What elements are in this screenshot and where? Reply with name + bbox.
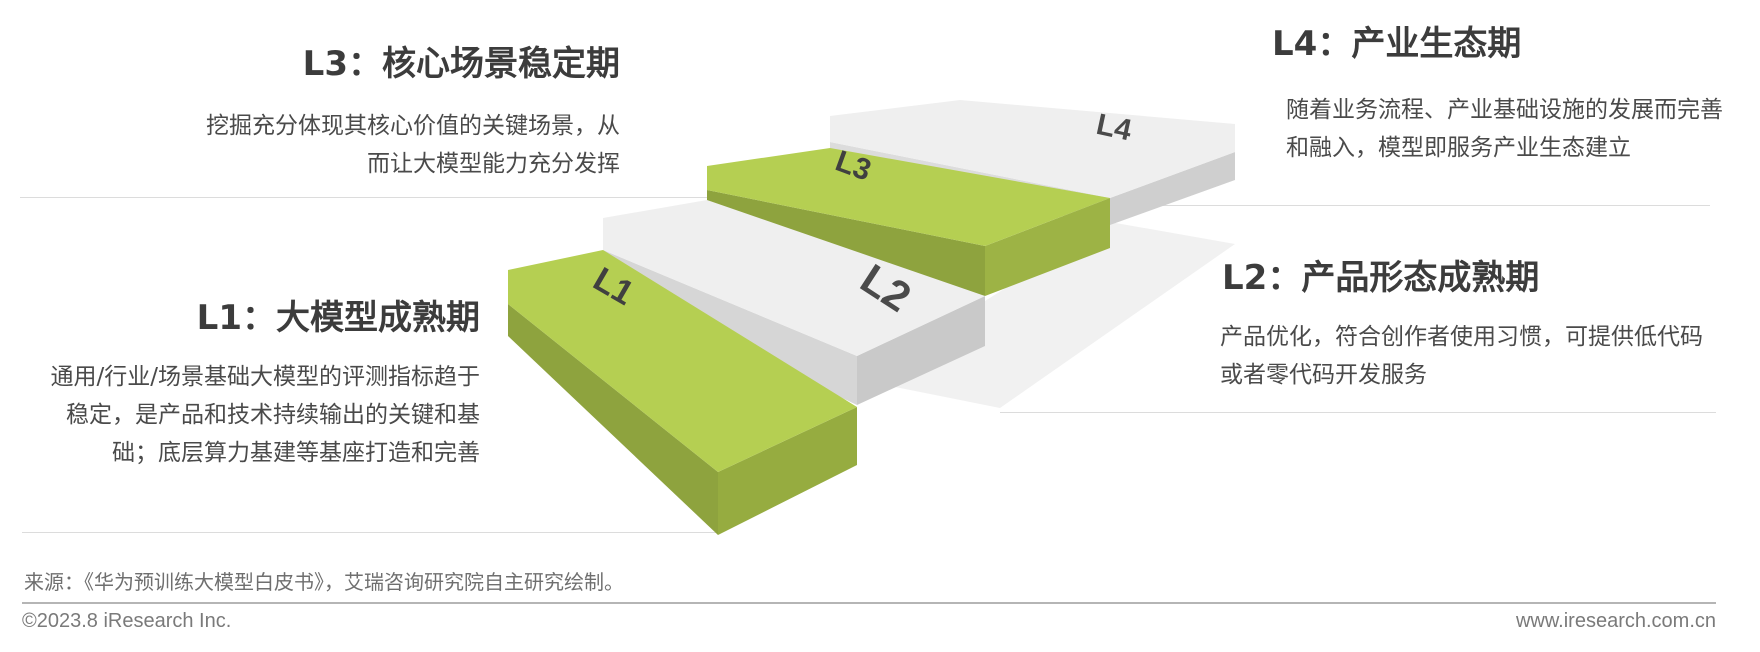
step-l3-top xyxy=(707,148,1110,246)
step-l4-top xyxy=(830,100,1235,198)
website-link[interactable]: www.iresearch.com.cn xyxy=(1515,610,1716,632)
stage-l3-description: 挖掘充分体现其核心价值的关键场景，从而让大模型能力充分发挥 xyxy=(206,113,620,177)
divider-line-l4 xyxy=(1100,205,1710,206)
stage-l4-description: 随着业务流程、产业基础设施的发展而完善和融入，模型即服务产业生态建立 xyxy=(1286,97,1723,161)
stage-l2-title: L2：产品形态成熟期 xyxy=(1222,258,1540,298)
step-l3 xyxy=(707,148,1110,296)
stage-l1-description: 通用/行业/场景基础大模型的评测指标趋于稳定，是产品和技术持续输出的关键和基础；… xyxy=(50,364,481,466)
step-l1 xyxy=(508,250,857,535)
source-note: 来源：《华为预训练大模型白皮书》，艾瑞咨询研究院自主研究绘制。 xyxy=(24,570,624,594)
staircase-shadow xyxy=(860,222,1235,408)
footer-divider xyxy=(22,602,1716,604)
step-l4-label: L4 xyxy=(1093,108,1134,148)
step-l2-right xyxy=(857,296,985,405)
step-l4-right xyxy=(1110,152,1235,225)
stage-l1-title: L1：大模型成熟期 xyxy=(196,298,480,338)
step-l1-right xyxy=(718,407,857,535)
stage-l2-description: 产品优化，符合创作者使用习惯，可提供低代码或者零代码开发服务 xyxy=(1220,324,1703,388)
step-l1-front xyxy=(508,304,718,535)
step-l2-top xyxy=(603,200,985,356)
stage-l4-title: L4：产业生态期 xyxy=(1272,24,1522,64)
step-l3-right xyxy=(985,198,1110,296)
step-l2-front xyxy=(603,250,857,405)
divider-line-l2 xyxy=(1000,412,1716,413)
step-l3-front xyxy=(707,190,985,296)
step-l2 xyxy=(603,200,985,405)
divider-line-l1 xyxy=(22,532,722,533)
divider-line-l3 xyxy=(20,197,740,198)
stage-l3-title: L3：核心场景稳定期 xyxy=(302,44,620,84)
copyright-text: ©2023.8 iResearch Inc. xyxy=(22,610,232,632)
step-l1-top xyxy=(508,250,857,472)
